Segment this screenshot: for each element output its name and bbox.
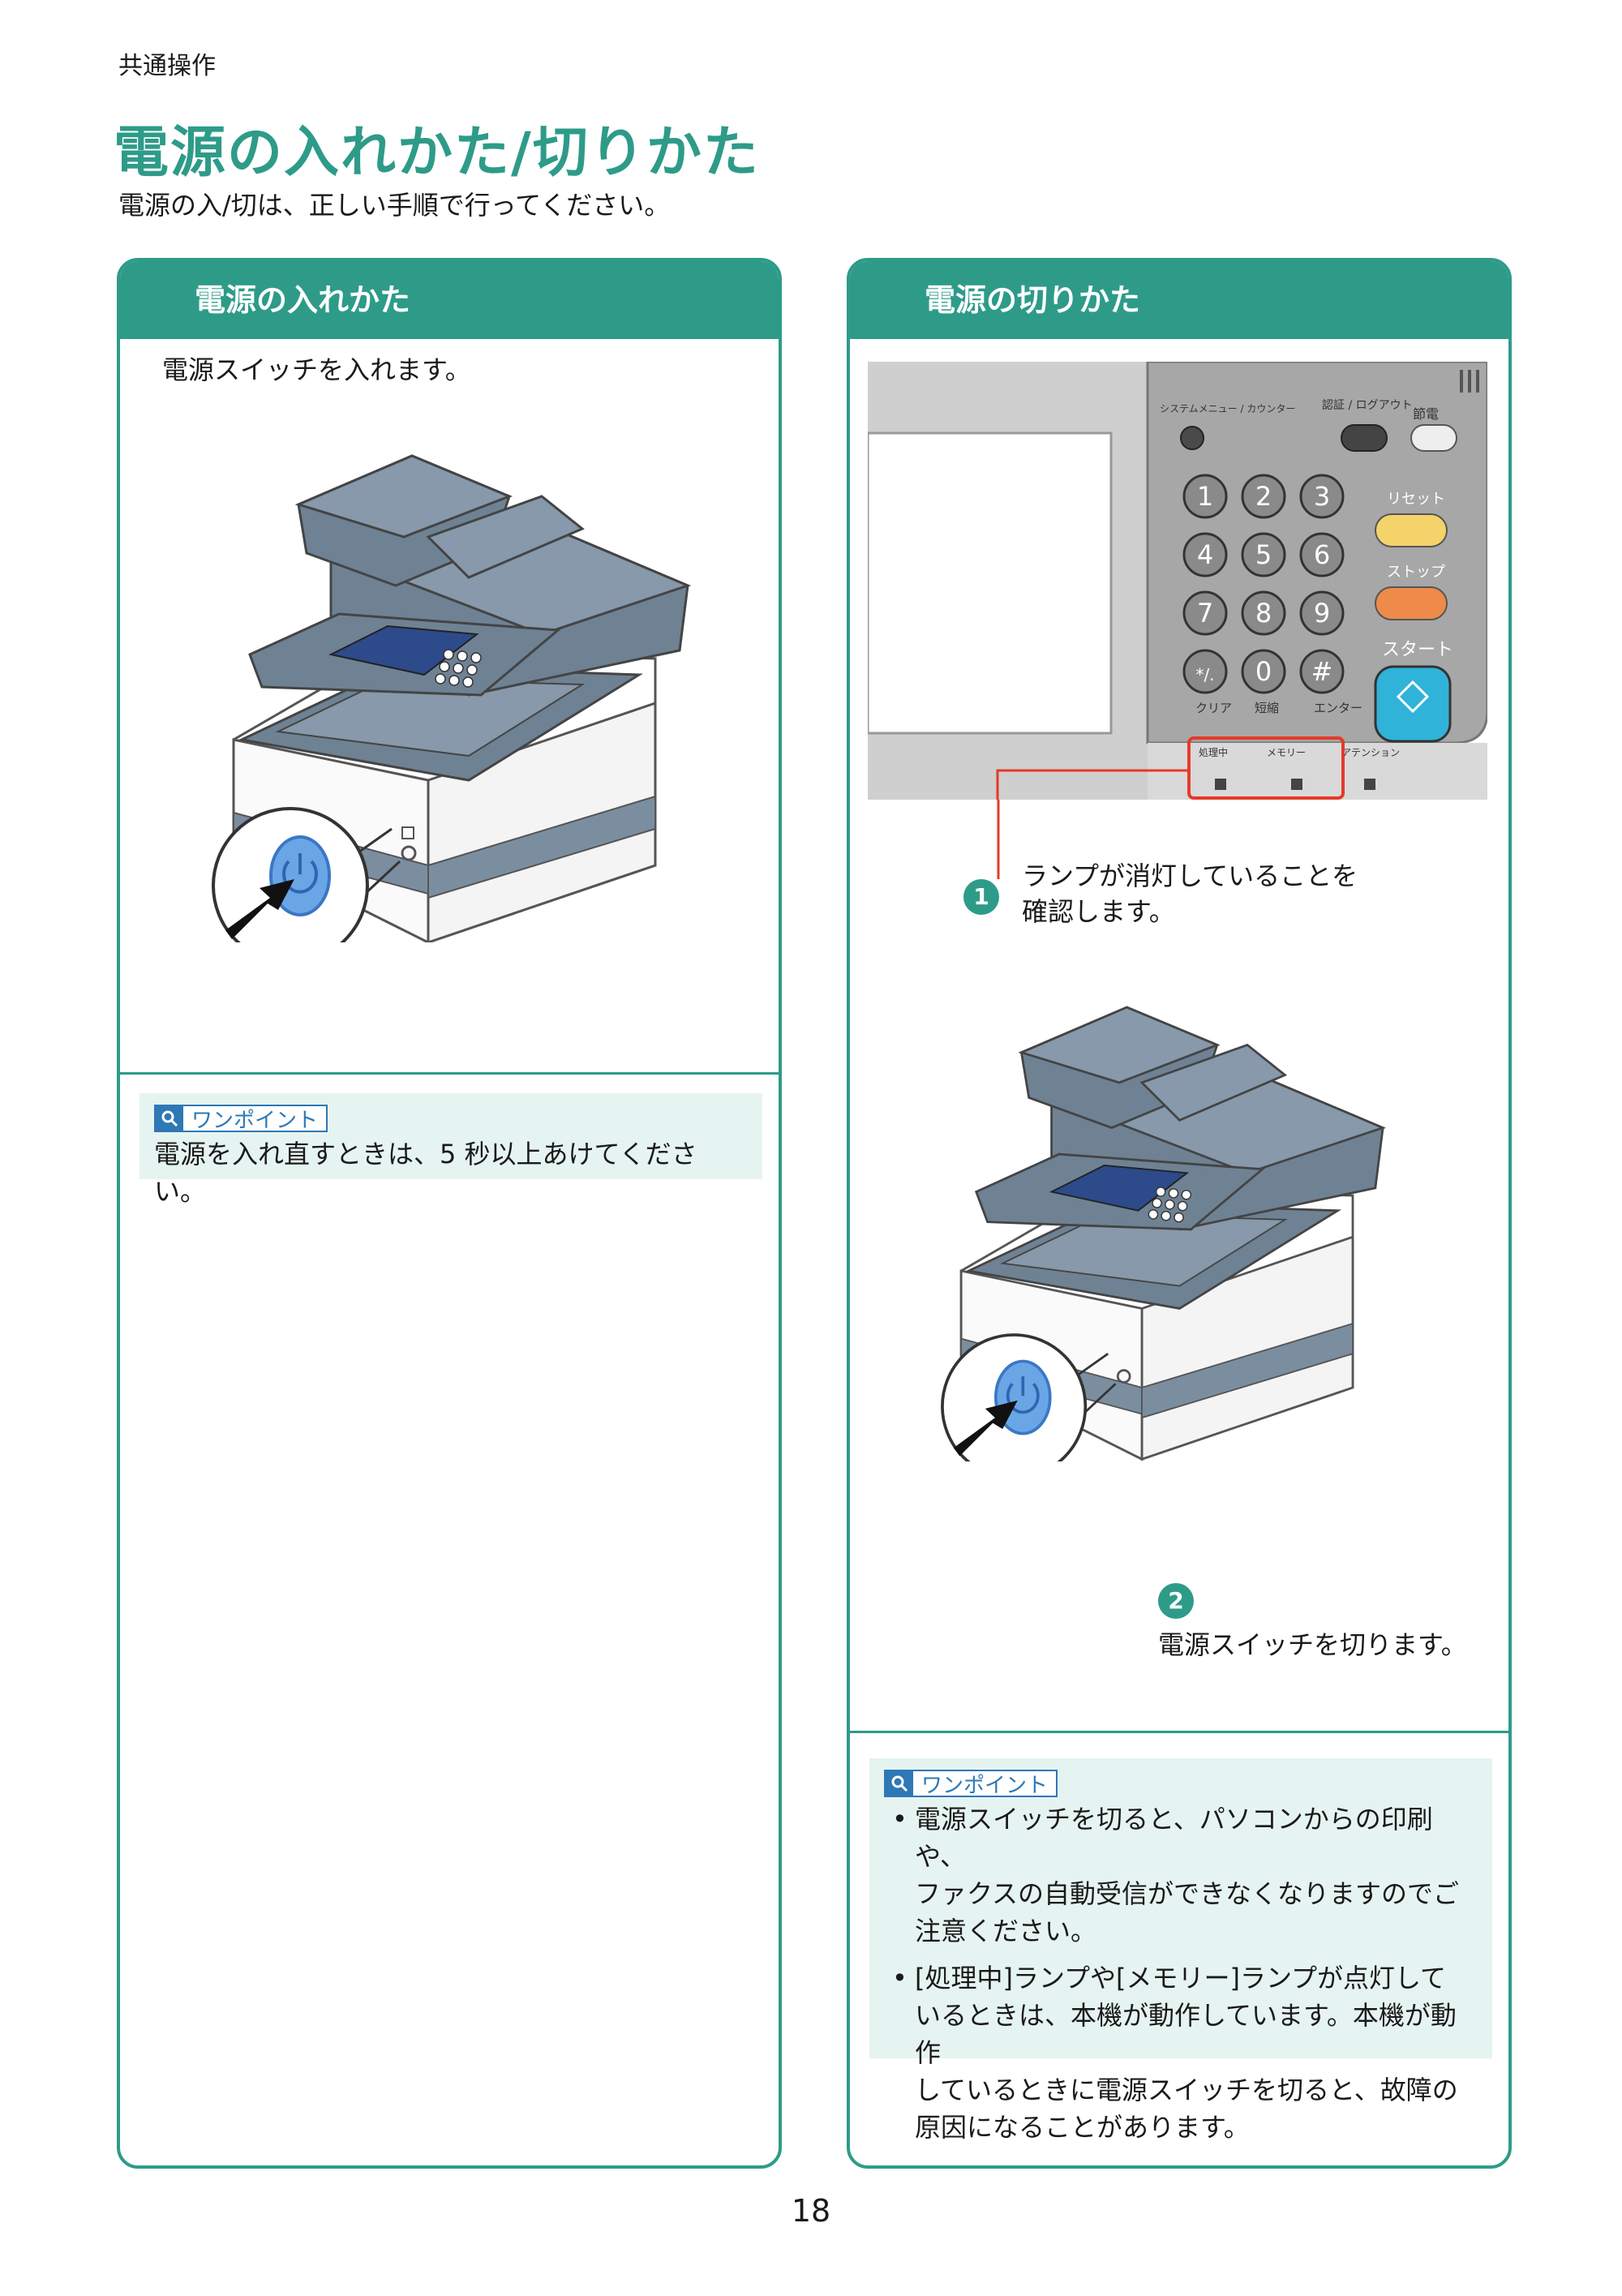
key-4[interactable] <box>1241 532 1286 577</box>
reset-label: リセット <box>1387 491 1445 508</box>
key-label-3: 4 <box>1197 539 1213 570</box>
key-6[interactable] <box>1182 590 1228 636</box>
key-1[interactable] <box>1241 474 1286 519</box>
key-label-2: 3 <box>1314 481 1330 512</box>
step2-badge: 2 <box>1158 1583 1194 1619</box>
key-2[interactable] <box>1299 474 1345 519</box>
key-label-10: 0 <box>1255 656 1272 687</box>
key-label-6: 7 <box>1197 598 1213 629</box>
magnifier-icon <box>156 1106 183 1131</box>
callout-line <box>996 769 1189 800</box>
system-menu-label: システムメニュー / カウンター <box>1160 403 1295 414</box>
page-subtitle: 電源の入/切は、正しい手順で行ってください。 <box>118 190 671 221</box>
power-on-panel: 電源の入れかた 電源スイッチを入れます。 <box>117 258 782 2169</box>
page-number: 18 <box>791 2193 831 2229</box>
tip-tag-2: ワンポイント <box>884 1770 1058 1798</box>
auth-logout-button[interactable] <box>1341 424 1388 452</box>
key-10[interactable] <box>1241 649 1286 694</box>
quick-no-label: 短縮 <box>1255 701 1279 715</box>
tip-bullet-1: 電源スイッチを切ると、パソコンからの印刷や、 ファクスの自動受信ができなくなりま… <box>884 1800 1478 1950</box>
tip-tag: ワンポイント <box>154 1105 328 1133</box>
start-button[interactable] <box>1374 665 1452 743</box>
tip-bullet-1-line1: 電源スイッチを切ると、パソコンからの印刷や、 <box>915 1804 1433 1872</box>
key-11[interactable] <box>1299 649 1345 694</box>
key-8[interactable] <box>1299 590 1345 636</box>
key-label-11: # <box>1311 656 1333 687</box>
power-off-heading: 電源の切りかた <box>850 261 1508 339</box>
key-3[interactable] <box>1182 532 1228 577</box>
memory-lamp <box>1291 779 1302 790</box>
callout-line-lower <box>997 800 1000 879</box>
key-5[interactable] <box>1299 532 1345 577</box>
tip-bullet-2-line3: しているときに電源スイッチを切ると、故障の <box>915 2075 1458 2105</box>
step1-text: ランプが消灯していることを 確認します。 <box>1022 858 1358 929</box>
power-off-panel: 電源の切りかた システムメニュー / カウンター 認証 / ログアウト 節電 1… <box>847 258 1512 2169</box>
attention-lamp <box>1364 779 1375 790</box>
key-0[interactable] <box>1182 474 1228 519</box>
step2-text: 電源スイッチを切ります。 <box>1158 1629 1467 1660</box>
tip-bullet-2-line2: いるときは、本機が動作しています。本機が動作 <box>915 2000 1457 2068</box>
reset-button[interactable] <box>1375 513 1448 547</box>
tip-tag-label-2: ワンポイント <box>921 1773 1049 1798</box>
tip-bullet-2-line4: 原因になることがあります。 <box>915 2112 1250 2143</box>
attention-lamp-label: アテンション <box>1341 747 1400 758</box>
control-panel-illustration: システムメニュー / カウンター 認証 / ログアウト 節電 1 2 3 4 5 6 7 8 9… <box>868 362 1487 800</box>
tip-tag-label: ワンポイント <box>191 1108 319 1133</box>
magnifier-icon-2 <box>886 1771 913 1796</box>
key-label-5: 6 <box>1314 539 1330 570</box>
key-label-4: 5 <box>1255 539 1272 570</box>
processing-lamp-label: 処理中 <box>1199 746 1228 758</box>
key-label-8: 9 <box>1314 598 1330 629</box>
memory-lamp-label: メモリー <box>1267 747 1306 758</box>
key-label-1: 2 <box>1255 481 1272 512</box>
clear-label: クリア <box>1195 701 1232 715</box>
tip-bullet-2-line1: [処理中]ランプや[メモリー]ランプが点灯して <box>915 1963 1447 1993</box>
step1-badge: 1 <box>963 879 999 915</box>
section-label: 共通操作 <box>118 52 216 80</box>
key-label-9: */. <box>1195 665 1214 685</box>
page-title: 電源の入れかた/切りかた <box>114 121 760 185</box>
system-menu-button[interactable] <box>1180 426 1204 450</box>
processing-lamp <box>1215 779 1226 790</box>
key-label-0: 1 <box>1197 481 1213 512</box>
start-diamond-icon <box>1396 680 1430 714</box>
printer-illustration <box>212 454 692 942</box>
key-7[interactable] <box>1241 590 1286 636</box>
tip-bullet-1-line2: ファクスの自動受信ができなくなりますのでご <box>915 1878 1460 1909</box>
printer-illustration-2 <box>941 1006 1387 1461</box>
key-label-7: 8 <box>1255 598 1272 629</box>
power-off-divider <box>850 1731 1508 1733</box>
power-off-tip: ワンポイント 電源スイッチを切ると、パソコンからの印刷や、 ファクスの自動受信が… <box>869 1758 1492 2143</box>
enter-label: エンター <box>1314 701 1362 715</box>
tip-bullet-2: [処理中]ランプや[メモリー]ランプが点灯して いるときは、本機が動作しています… <box>884 1959 1478 2146</box>
power-on-divider <box>120 1072 779 1075</box>
energy-saver-label: 節電 <box>1413 406 1439 422</box>
start-label: スタート <box>1382 640 1453 660</box>
stop-label: ストップ <box>1387 564 1445 581</box>
power-on-heading: 電源の入れかた <box>120 261 779 339</box>
step1-line2: 確認します。 <box>1022 896 1175 927</box>
key-9[interactable] <box>1182 649 1228 694</box>
power-on-tip-text: 電源を入れ直すときは、5 秒以上あけてください。 <box>154 1139 697 1207</box>
step1-line1: ランプが消灯していることを <box>1022 860 1358 891</box>
power-on-tip: ワンポイント 電源を入れ直すときは、5 秒以上あけてください。 <box>139 1093 762 1207</box>
power-on-step-text: 電源スイッチを入れます。 <box>162 354 471 385</box>
tip-bullet-1-line3: 注意ください。 <box>915 1916 1097 1946</box>
auth-logout-label: 認証 / ログアウト <box>1322 399 1413 412</box>
lamp-highlight-box <box>1187 736 1345 800</box>
stop-button[interactable] <box>1375 586 1448 620</box>
energy-saver-button[interactable] <box>1410 424 1457 452</box>
